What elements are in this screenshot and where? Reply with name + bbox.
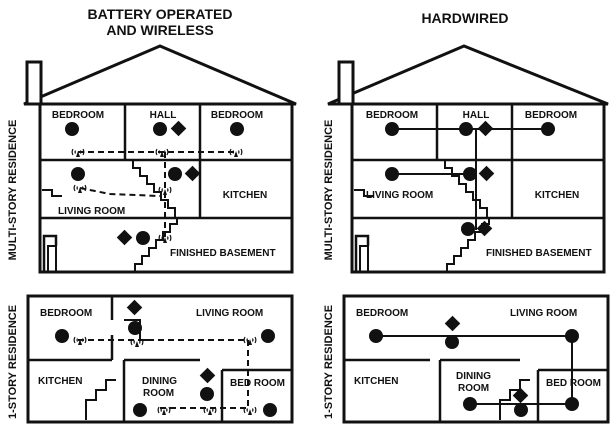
smoke-alarm-icon: [136, 231, 150, 245]
roof: [327, 44, 609, 106]
smoke-alarm-icon: [168, 167, 182, 181]
room-room: ROOM: [143, 388, 174, 399]
room-bedroom-1: BEDROOM: [366, 110, 418, 121]
co-alarm-icon: [116, 229, 133, 246]
house-single-story-wireless: [26, 294, 294, 424]
co-alarm-icon: [126, 299, 143, 316]
smoke-alarm-icon: [55, 329, 69, 343]
house-outline: [38, 102, 294, 274]
smoke-alarm-icon: [128, 321, 142, 335]
smoke-alarm-icon: [541, 122, 555, 136]
smoke-alarm-icon: [445, 335, 459, 349]
room-kitchen: KITCHEN: [223, 190, 267, 201]
smoke-alarm-icon: [463, 167, 477, 181]
room-bedroom-2: BEDROOM: [211, 110, 263, 121]
smoke-alarm-icon: [65, 122, 79, 136]
smoke-alarm-icon: [263, 403, 277, 417]
smoke-alarm-icon: [200, 387, 214, 401]
single-right-devices: [369, 315, 579, 417]
chimney: [337, 60, 355, 106]
room-kitchen: KITCHEN: [354, 376, 398, 387]
roof: [23, 44, 297, 106]
co-alarm-icon: [476, 220, 493, 237]
house-multi-story-wireless: [23, 44, 297, 274]
co-alarm-icon: [170, 120, 187, 137]
room-living-room: LIVING ROOM: [58, 206, 125, 217]
smoke-alarm-icon: [565, 397, 579, 411]
room-dining: DINING: [142, 376, 177, 387]
chimney: [25, 60, 43, 106]
room-bedroom-1: BEDROOM: [52, 110, 104, 121]
room-hall: HALL: [150, 110, 177, 121]
title-line-2: AND WIRELESS: [106, 22, 214, 38]
smoke-alarm-icon: [230, 122, 244, 136]
room-hall: HALL: [463, 110, 490, 121]
title-hardwired: HARDWIRED: [385, 10, 545, 26]
wireless-signal-icon: [73, 336, 87, 346]
room-living-room: LIVING ROOM: [510, 308, 577, 319]
co-alarm-icon: [477, 120, 494, 137]
room-bedroom-2: BEDROOM: [525, 110, 577, 121]
room-finished-basement: FINISHED BASEMENT: [486, 248, 592, 259]
smoke-alarm-icon: [514, 403, 528, 417]
side-label-multi-left: MULTI-STORY RESIDENCE: [7, 120, 19, 261]
smoke-alarm-icon: [565, 329, 579, 343]
co-alarm-icon: [478, 165, 495, 182]
smoke-alarm-icon: [385, 167, 399, 181]
title-line-1: BATTERY OPERATED: [87, 6, 233, 22]
title-hardwired-text: HARDWIRED: [421, 10, 509, 26]
room-bed-room: BED ROOM: [546, 378, 601, 389]
room-kitchen: KITCHEN: [38, 376, 82, 387]
smoke-alarm-icon: [153, 122, 167, 136]
room-living-room: LIVING ROOM: [196, 308, 263, 319]
side-label-multi-right: MULTI-STORY RESIDENCE: [323, 120, 335, 261]
side-label-single-left: 1-STORY RESIDENCE: [7, 305, 19, 419]
room-living-room: LIVING ROOM: [366, 190, 433, 201]
wireless-signal-icon: [155, 148, 169, 158]
smoke-alarm-icon: [459, 122, 473, 136]
room-finished-basement: FINISHED BASEMENT: [170, 248, 276, 259]
smoke-alarm-icon: [261, 329, 275, 343]
side-label-single-right: 1-STORY RESIDENCE: [323, 305, 335, 419]
house-multi-story-hardwired: [327, 44, 609, 274]
smoke-alarm-icon: [385, 122, 399, 136]
multi-left-devices: [65, 120, 244, 246]
smoke-alarm-icon: [461, 222, 475, 236]
house-outline: [350, 102, 606, 274]
co-alarm-icon: [444, 315, 461, 332]
co-alarm-icon: [184, 165, 201, 182]
smoke-alarm-icon: [463, 397, 477, 411]
smoke-alarm-icon: [71, 167, 85, 181]
room-kitchen: KITCHEN: [535, 190, 579, 201]
room-bedroom: BEDROOM: [356, 308, 408, 319]
multi-left-links: [78, 151, 236, 237]
smoke-alarm-icon: [369, 329, 383, 343]
room-bedroom: BEDROOM: [40, 308, 92, 319]
title-battery-wireless: BATTERY OPERATED AND WIRELESS: [60, 6, 260, 38]
room-bed-room: BED ROOM: [230, 378, 285, 389]
single-left-devices: [55, 299, 277, 417]
co-alarm-icon: [199, 367, 216, 384]
wireless-signal-icon: [243, 336, 257, 346]
room-room: ROOM: [458, 383, 489, 394]
room-dining: DINING: [456, 371, 491, 382]
smoke-alarm-icon: [133, 403, 147, 417]
